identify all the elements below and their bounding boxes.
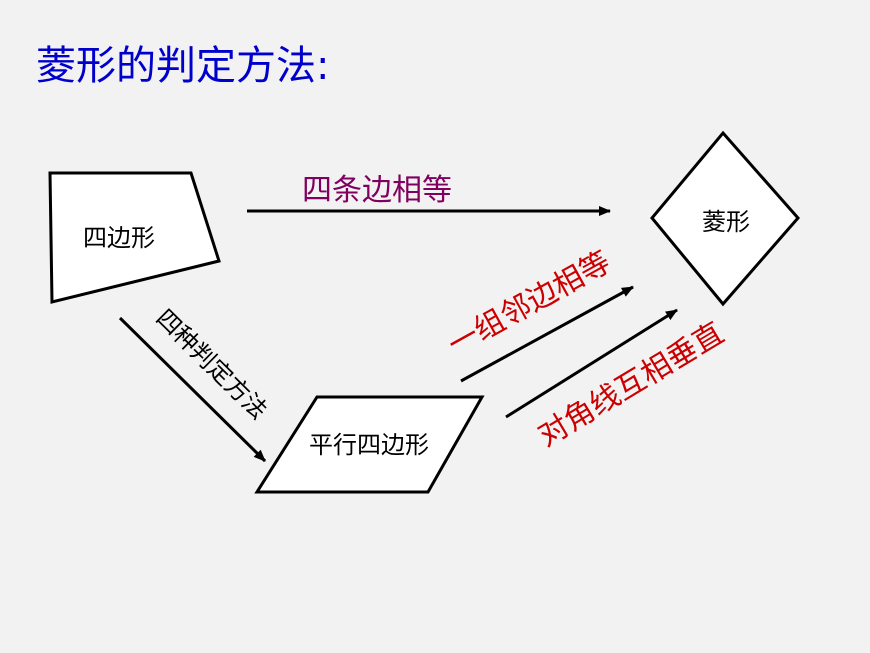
label-diagonals-perpendicular: 对角线互相垂直: [532, 316, 730, 454]
rhombus-label: 菱形: [702, 208, 750, 236]
arrow-four-methods: 四种判定方法: [118, 304, 273, 463]
node-rhombus: 菱形: [650, 130, 800, 307]
rhombus-shape: [650, 130, 800, 307]
quadrilateral-label: 四边形: [83, 224, 155, 252]
arrow-line-upper-right: [460, 285, 634, 383]
quadrilateral-shape: [48, 171, 221, 304]
node-quadrilateral: 四边形: [48, 171, 221, 304]
parallelogram-label: 平行四边形: [309, 431, 429, 459]
arrow-line-lower-right: [505, 308, 678, 419]
slide-title: 菱形的判定方法:: [36, 43, 330, 89]
arrow-diagonals-perpendicular: 对角线互相垂直: [505, 308, 730, 454]
arrow-adjacent-sides-equal: 一组邻边相等: [442, 245, 634, 383]
label-four-sides-equal: 四条边相等: [302, 173, 452, 208]
arrow-four-sides-equal: 四条边相等: [247, 173, 611, 216]
parallelogram-shape: [254, 395, 485, 494]
node-parallelogram: 平行四边形: [254, 395, 485, 494]
arrow-line-diagonal-down: [118, 316, 267, 463]
